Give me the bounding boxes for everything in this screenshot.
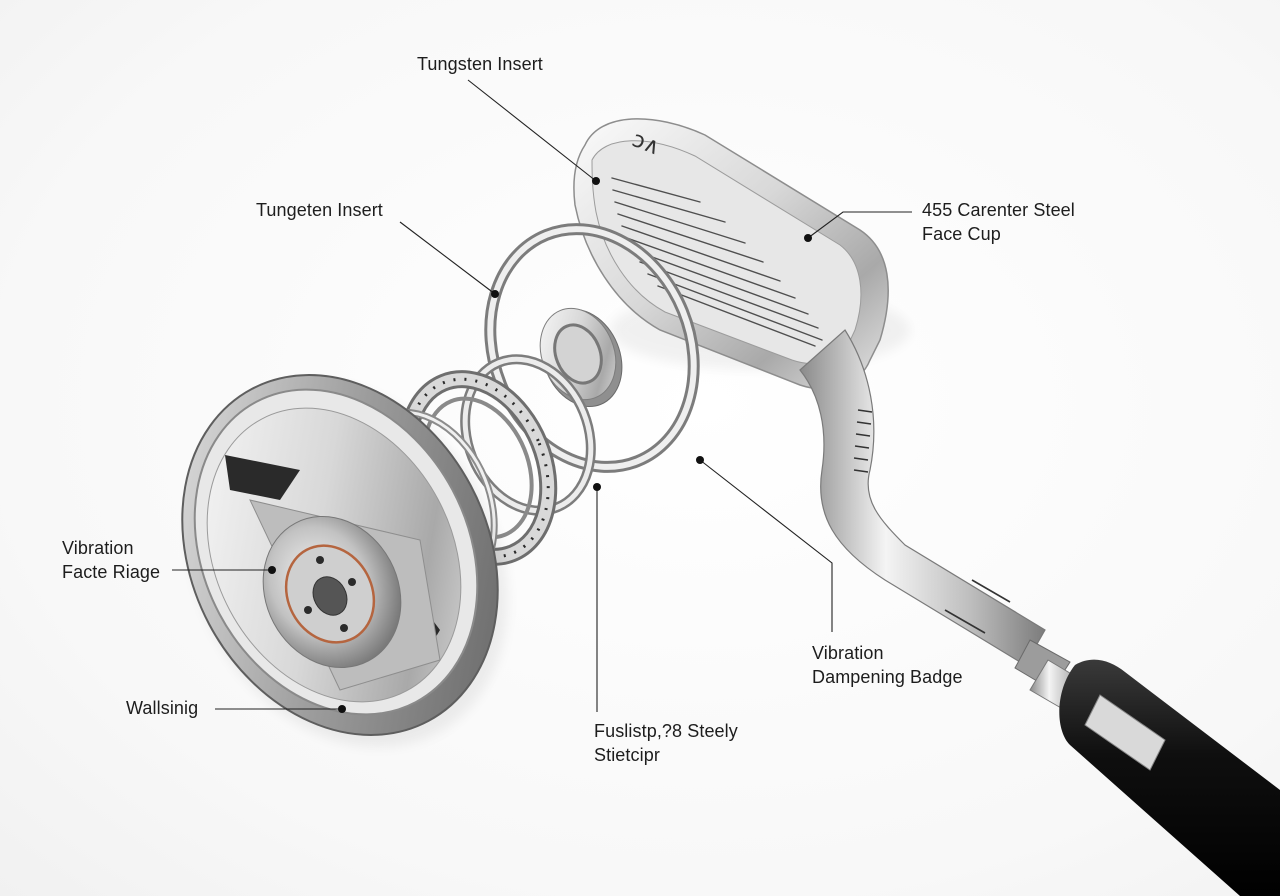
club-shaft: [1014, 639, 1280, 896]
leader-mid-insert: [399, 221, 496, 295]
label-badge-line2: Dampening Badge: [812, 667, 963, 687]
label-face-cup-line1: 455 Carenter Steel: [922, 200, 1075, 220]
dot-badge: [696, 456, 704, 464]
shell-vent-top: [225, 455, 300, 500]
label-tungsten-insert-mid: Tungeten Insert: [256, 200, 383, 220]
grip-band: [1084, 694, 1166, 771]
club-hosel: [799, 329, 1046, 666]
label-badge-line1: Vibration: [812, 643, 884, 663]
label-tungsten-insert-top: Tungsten Insert: [417, 54, 543, 74]
label-stiffener-line2: Stietcipr: [594, 745, 660, 765]
hosel-engraving: [853, 409, 1011, 634]
rear-cavity-shell: [181, 374, 508, 747]
hub-bolts: [304, 556, 356, 632]
dot-wall: [338, 705, 346, 713]
dot-mid-insert: [491, 290, 499, 298]
dot-face-cup: [804, 234, 812, 242]
label-dampening-badge: Vibration Dampening Badge: [812, 641, 963, 689]
face-score-lines: [611, 177, 823, 347]
label-face-cup: 455 Carenter Steel Face Cup: [922, 198, 1075, 246]
club-head-face-cup: ɔ∧: [573, 118, 1046, 666]
leader-top-insert: [467, 79, 597, 182]
label-wall: Wallsinig: [126, 698, 199, 718]
leader-badge: [699, 459, 833, 632]
dot-stiffener: [593, 483, 601, 491]
dot-ridge: [268, 566, 276, 574]
label-stiffener: Fuslistp,?8 Steely Stietcipr: [594, 719, 738, 767]
label-ridge-line2: Facte Riage: [62, 562, 161, 582]
label-face-cup-line2: Face Cup: [922, 224, 1001, 244]
grip: [1059, 659, 1280, 896]
leader-face-cup: [807, 211, 912, 239]
label-ridge-line1: Vibration: [62, 538, 134, 558]
dot-top-insert: [592, 177, 600, 185]
label-stiffener-line1: Fuslistp,?8 Steely: [594, 721, 738, 741]
label-vibration-ridge: Vibration Facte Riage: [62, 536, 160, 584]
leader-lines: [172, 79, 912, 713]
